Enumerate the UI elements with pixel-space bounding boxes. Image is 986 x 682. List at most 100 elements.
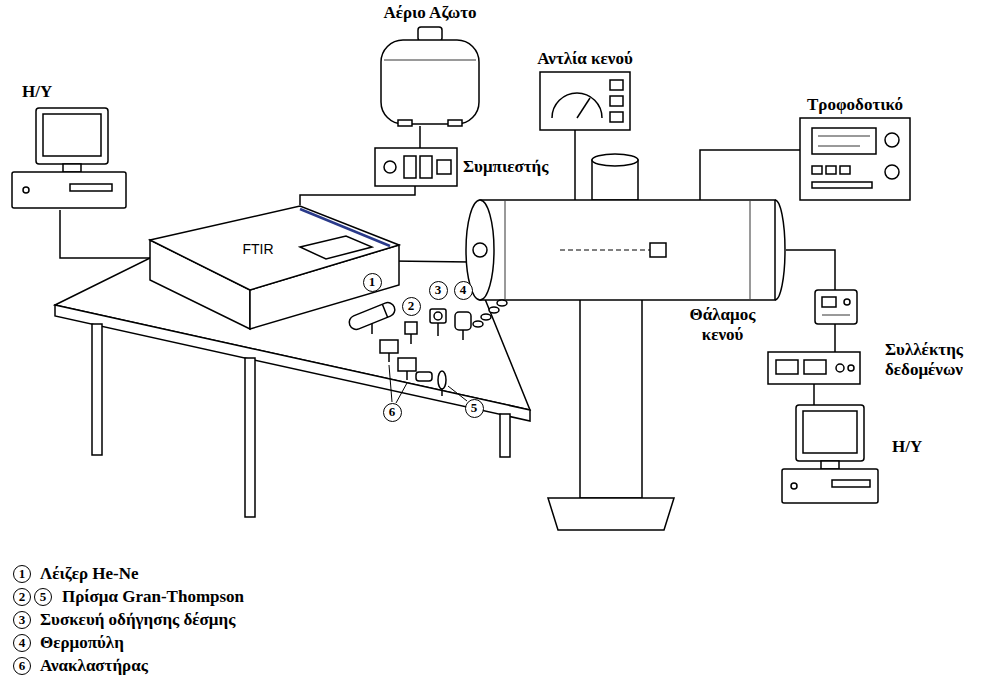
- compressor: [375, 148, 457, 186]
- connector-line: [60, 210, 150, 258]
- node-label: Η/Υ: [22, 82, 52, 102]
- optics-bench: [347, 301, 397, 332]
- optics-bench: [462, 330, 464, 340]
- computer-left: [43, 114, 101, 156]
- signal-transmitter: [822, 297, 836, 307]
- power-supply: [800, 118, 910, 200]
- gas-cylinder: Αέριο Αζωτο: [375, 26, 485, 126]
- callout-number: 6: [383, 403, 402, 422]
- optics-bench: [438, 371, 446, 389]
- connector-line: [813, 384, 815, 405]
- vacuum-chamber: Θάλαμος κενού: [466, 200, 786, 300]
- compressor: [404, 156, 416, 178]
- power-supply: [885, 133, 899, 147]
- connectors: [60, 126, 835, 405]
- vacuum-pump: Αντλία κενού: [540, 72, 630, 130]
- nitrogen-cylinder: [384, 60, 476, 61]
- node-label: FTIR: [242, 241, 273, 257]
- optical-table: [55, 305, 530, 421]
- optics-bench: [389, 365, 392, 402]
- power-supply: [826, 166, 836, 174]
- optics-bench: [398, 358, 416, 371]
- optics-bench: [437, 323, 439, 336]
- legend-text: Ανακλαστήρας: [40, 656, 148, 676]
- nitrogen-cylinder: [398, 120, 412, 126]
- compressor: [420, 156, 432, 178]
- computer: Η/Υ: [780, 405, 880, 505]
- legend-text: Λέιζερ He-Ne: [40, 564, 139, 584]
- ftir-spectrometer: FTIR: [150, 205, 400, 330]
- vacuum-chamber: [505, 201, 506, 299]
- vacuum-pump: [610, 80, 623, 90]
- vacuum-pump: [610, 112, 623, 122]
- computer-left: [23, 187, 29, 193]
- nitrogen-cylinder: [381, 40, 479, 124]
- computer-left: [70, 184, 112, 191]
- vacuum-pump: [540, 72, 630, 130]
- callout-number: 1: [13, 565, 31, 583]
- optics-bench: [380, 340, 398, 353]
- power-supply: [812, 182, 872, 188]
- ftir-housing: [300, 236, 372, 259]
- callout-number: 5: [465, 399, 484, 418]
- vacuum-chamber: [775, 200, 785, 300]
- vacuum-pump: [552, 93, 602, 118]
- optics-bench: [473, 321, 483, 327]
- data-logger: Συλλέκτης δεδομένων: [768, 352, 860, 384]
- data-collector: [848, 365, 854, 371]
- vacuum-pump: [610, 96, 623, 106]
- computer-right: [791, 483, 797, 489]
- node-label: Αντλία κενού: [537, 49, 632, 69]
- optics-bench: [441, 389, 443, 396]
- optics-bench: [430, 309, 446, 323]
- optics-bench: [382, 304, 387, 317]
- optics-bench: [489, 307, 499, 313]
- vacuum-chamber: [650, 243, 666, 257]
- computer-left: [63, 164, 81, 172]
- computer-right: [803, 411, 857, 453]
- compressor: [375, 148, 457, 186]
- power-supply: Τροφοδοτικό: [800, 118, 910, 200]
- computer-right: [782, 405, 878, 503]
- computer-left: [12, 108, 126, 208]
- connector-line: [786, 250, 835, 352]
- compressor: [437, 160, 451, 174]
- data-collector: [804, 360, 826, 374]
- vacuum-chamber: [560, 250, 650, 251]
- computer-right: [782, 469, 878, 503]
- vacuum-chamber: [580, 298, 642, 498]
- callout-number: 6: [13, 657, 31, 675]
- vacuum-chamber: [473, 243, 487, 257]
- ftir-housing: [150, 206, 399, 290]
- connector-line: [700, 150, 800, 200]
- power-supply: [812, 128, 876, 154]
- computer-left: [12, 172, 126, 208]
- compressor: [384, 161, 396, 173]
- computer-left: [36, 108, 108, 164]
- connector-line: [574, 130, 576, 200]
- optics-bench: [388, 353, 390, 362]
- vacuum-pump: [577, 98, 590, 118]
- optics-bench: [405, 322, 417, 334]
- callout-number: 4: [13, 634, 31, 652]
- callout-number: 3: [429, 281, 448, 300]
- node-label: Συλλέκτης δεδομένων: [868, 340, 980, 379]
- signal-transmitter: [815, 290, 857, 324]
- nitrogen-cylinder: [448, 120, 462, 126]
- vacuum-chamber: [466, 154, 785, 530]
- node-label: Θάλαμος κενού: [675, 305, 770, 344]
- optics-bench: [434, 312, 442, 320]
- nitrogen-cylinder: [381, 27, 479, 126]
- power-supply: [818, 136, 870, 137]
- optics-bench: [455, 312, 471, 330]
- optics-bench: [481, 314, 491, 320]
- signal-transmitter: [844, 299, 850, 305]
- power-supply: [840, 166, 850, 174]
- optical-table: [245, 358, 255, 517]
- legend-text: Πρίσμα Gran-Thompson: [62, 587, 244, 607]
- computer-right: [832, 480, 870, 487]
- vacuum-pump: [540, 72, 630, 130]
- callout-number: 2: [13, 588, 31, 606]
- optics-bench: [347, 301, 397, 332]
